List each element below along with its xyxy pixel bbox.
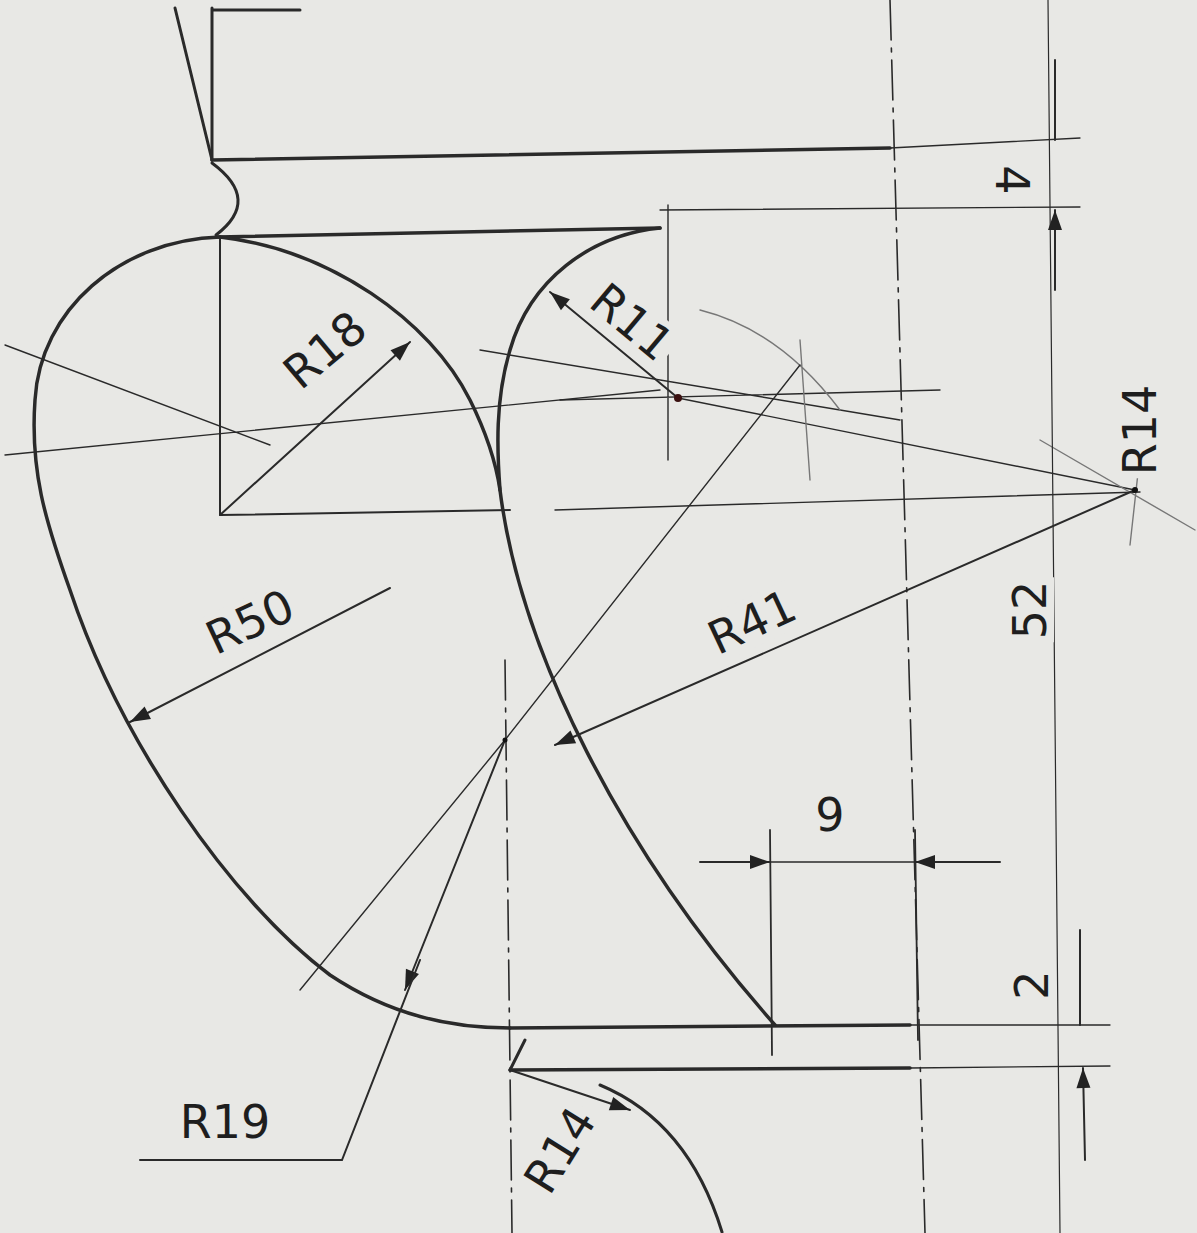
outline — [212, 8, 300, 160]
construction-line — [300, 365, 800, 990]
leader-line — [140, 960, 420, 1160]
dimension-arrow — [700, 861, 770, 863]
outline — [212, 148, 890, 160]
dimension-arrow — [915, 861, 1000, 863]
radius-leader — [405, 740, 505, 990]
extension-line — [660, 207, 1080, 210]
center-point — [674, 394, 682, 402]
dimension-label: R19 — [177, 1098, 274, 1146]
construction-line — [480, 205, 940, 460]
dimension-label: R41 — [698, 580, 806, 664]
extension-line — [890, 138, 1080, 148]
radius-leader — [555, 490, 1135, 745]
center-line — [890, 0, 925, 1233]
dimension-label: R18 — [273, 301, 378, 400]
centre-points — [503, 394, 1139, 743]
extension-line — [910, 1066, 1110, 1068]
construction-line — [678, 398, 1135, 490]
construction-arc — [700, 310, 840, 480]
dimension-line — [770, 861, 915, 863]
dimension-label: R11 — [580, 273, 685, 372]
dimension-label: 2 — [1008, 967, 1056, 1002]
outline — [218, 228, 660, 237]
dimension-label: 52 — [1006, 578, 1054, 643]
outline — [220, 237, 500, 490]
dimension-arrow — [1054, 60, 1056, 290]
dimension-label: 4 — [988, 162, 1036, 197]
dimension-label: 9 — [812, 791, 847, 839]
center-line — [505, 660, 512, 1233]
extension-line — [770, 830, 918, 1055]
outline — [510, 1068, 910, 1070]
center-point — [1132, 487, 1138, 493]
outline — [510, 1040, 525, 1070]
center-point — [503, 738, 508, 743]
outline — [510, 1025, 910, 1028]
dimension-label: R50 — [196, 580, 304, 664]
fillet — [212, 163, 238, 235]
dimension-label: R14 — [514, 1096, 606, 1203]
dimension-label: R14 — [1116, 382, 1164, 479]
outline — [175, 8, 212, 160]
construction-line — [220, 237, 510, 515]
dimension-arrow — [1080, 930, 1085, 1160]
outline — [34, 237, 510, 1028]
